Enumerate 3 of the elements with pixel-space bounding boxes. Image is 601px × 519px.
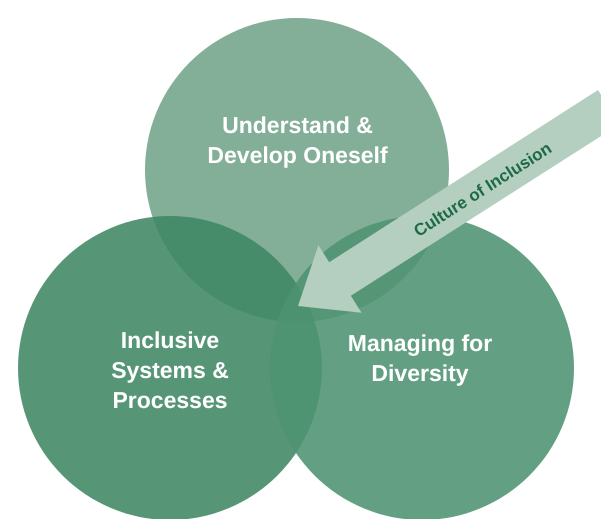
circle-label: Inclusive Systems & Processes: [110, 326, 230, 415]
circle-label: Understand & Develop Oneself: [206, 111, 389, 170]
circle-label: Managing for Diversity: [346, 329, 494, 388]
